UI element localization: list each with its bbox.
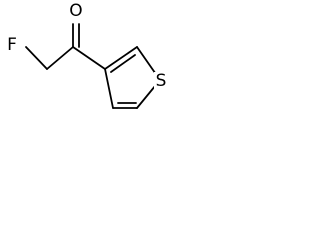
ring-double-bond-c3-c2 — [110, 54, 136, 73]
bond-ch2-carbonyl — [46, 46, 74, 70]
oxygen-label: O — [69, 1, 82, 21]
sulfur-label-bg — [154, 72, 168, 90]
ring-bond-c3-c2 — [104, 46, 138, 70]
bond-f-ch2 — [25, 46, 48, 70]
bond-carbonyl-ring — [72, 46, 106, 70]
sulfur-label: S — [156, 71, 167, 91]
structure-canvas: O F S — [0, 0, 178, 126]
fluorine-label-bg — [5, 36, 19, 54]
molecule-diagram: O F S — [5, 1, 168, 109]
ring-bond-c4-c3 — [104, 68, 114, 109]
oxygen-label-bg — [69, 2, 83, 20]
fluorine-label: F — [7, 35, 17, 55]
